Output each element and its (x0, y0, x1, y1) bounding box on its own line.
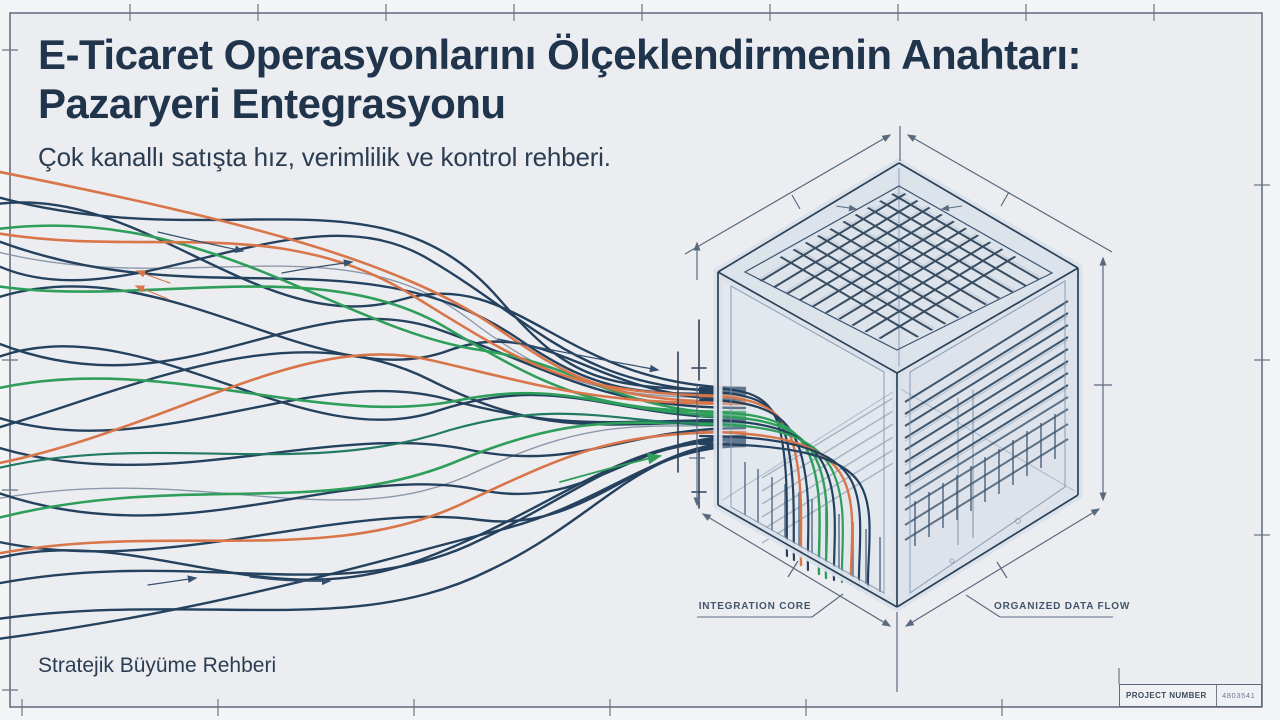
wire-teal (0, 412, 747, 469)
title-line-2: Pazaryeri Entegrasyonu (38, 80, 506, 128)
page-subtitle: Çok kanallı satışta hız, verimlilik ve k… (38, 142, 611, 172)
frame-tick-marks (2, 4, 1270, 716)
title-line-1: E-Ticaret Operasyonlarını Ölçeklendirmen… (38, 31, 1082, 78)
label-leader-lines (697, 593, 1113, 618)
wire-tangle (0, 170, 747, 640)
footer-tagline: Stratejik Büyüme Rehberi (38, 654, 277, 677)
wire-orange-group (0, 170, 747, 555)
right-face-shelves (904, 300, 1069, 541)
callout-integration-core: INTEGRATION CORE (698, 601, 812, 612)
project-number-label: PROJECT NUMBER (1126, 691, 1207, 700)
wire-green-group (0, 224, 747, 519)
dimension-lines (684, 126, 1113, 692)
page-title: E-Ticaret Operasyonlarını Ölçeklendirmen… (38, 30, 1253, 128)
project-number-title-block: PROJECT NUMBER 4803541 (1119, 684, 1262, 707)
callout-organized-data-flow: ORGANIZED DATA FLOW (994, 601, 1131, 612)
project-number-value: 4803541 (1216, 685, 1261, 706)
flow-annotation-arrows (134, 231, 663, 586)
top-face-grid (748, 190, 1048, 347)
wire-navy-group (0, 196, 747, 640)
